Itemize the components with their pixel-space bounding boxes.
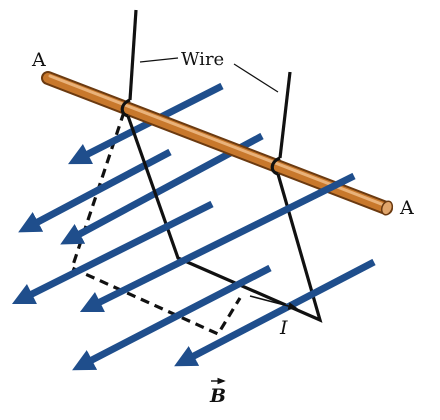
field-symbol: B [209, 385, 226, 407]
field-label: B [209, 377, 226, 407]
magnetic-field-arrows-back [18, 82, 264, 245]
field-arrow [72, 264, 272, 371]
current-direction-arrow [249, 295, 298, 310]
field-arrow [18, 148, 172, 233]
field-arrow [79, 172, 356, 313]
wire-label-leaders [139, 57, 279, 93]
rod-highlight [48, 74, 386, 207]
field-arrow [11, 200, 214, 305]
loop-front-solid-wire [126, 115, 323, 323]
right-hook [270, 156, 281, 176]
right-wire [278, 71, 292, 159]
current-label: I [279, 317, 288, 339]
rod-end-cap [380, 200, 394, 216]
left-hook [120, 98, 131, 118]
wire-leader-left [139, 57, 179, 63]
wire-label: Wire [181, 49, 224, 70]
magnetic-field-arrows-front [11, 172, 376, 371]
wire-leader-right [233, 63, 279, 93]
rod-end-label-left: A [31, 49, 46, 71]
field-arrow [174, 258, 376, 367]
left-wire [128, 9, 138, 101]
rod-end-label-right: A [399, 197, 414, 219]
supporting-wires [120, 9, 292, 176]
